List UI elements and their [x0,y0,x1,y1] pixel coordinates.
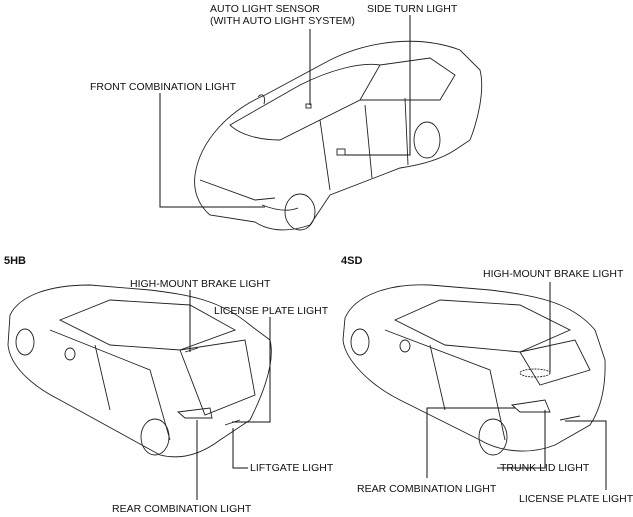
sedan-section-title: 4SD [341,255,363,267]
leader-lines [159,15,607,500]
sedan-illustration [342,284,606,456]
sd-rear-combination-light-label: REAR COMBINATION LIGHT [357,483,497,495]
front-car-illustration [194,40,483,231]
hatchback-illustration [7,284,272,458]
hb-high-mount-brake-light-label: HIGH-MOUNT BRAKE LIGHT [130,278,271,290]
auto-light-sensor-label: AUTO LIGHT SENSOR [210,3,320,15]
hb-license-plate-light-label: LICENSE PLATE LIGHT [214,305,329,317]
liftgate-light-label: LIFTGATE LIGHT [250,462,334,474]
sd-high-mount-brake-light-label: HIGH-MOUNT BRAKE LIGHT [483,268,624,280]
hb-rear-combination-light-label: REAR COMBINATION LIGHT [112,503,252,515]
front-combination-light-label: FRONT COMBINATION LIGHT [90,81,237,93]
side-turn-light-label: SIDE TURN LIGHT [367,3,458,15]
trunk-lid-light-label: TRUNK LID LIGHT [500,462,590,474]
hatchback-section-title: 5HB [4,255,27,267]
sd-license-plate-light-label: LICENSE PLATE LIGHT [519,493,633,505]
auto-light-sensor-note: (WITH AUTO LIGHT SYSTEM) [210,15,355,27]
